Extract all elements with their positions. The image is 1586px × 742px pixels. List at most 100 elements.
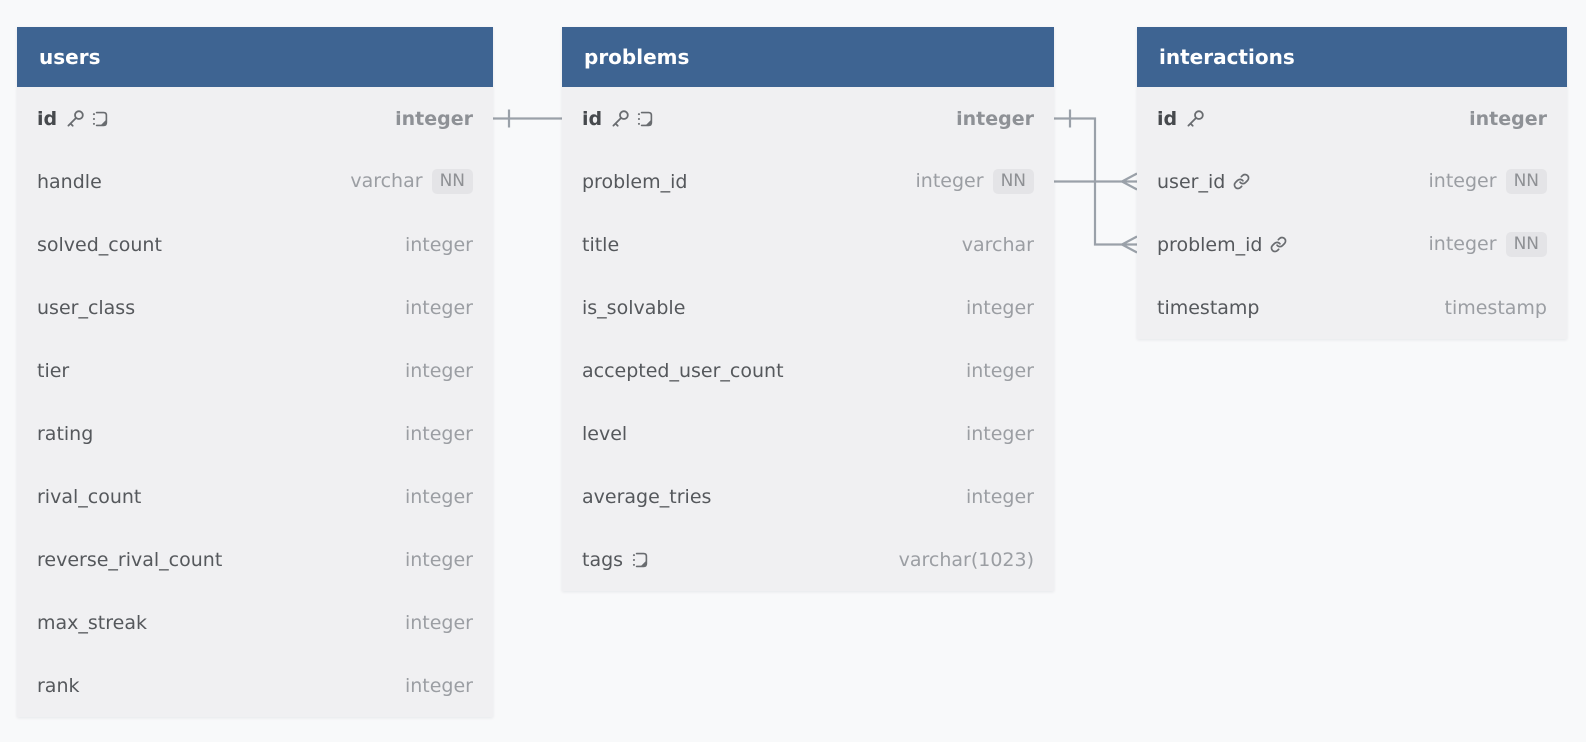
field-right: integer: [1469, 108, 1547, 130]
key-icon: [610, 109, 630, 129]
link-icon: [1270, 236, 1287, 253]
field-type: integer: [965, 296, 1034, 319]
field-row-users-rank[interactable]: rank integer: [17, 654, 493, 717]
field-left: tier: [37, 360, 69, 382]
field-row-interactions-timestamp[interactable]: timestamp timestamp: [1137, 276, 1567, 339]
table-header[interactable]: problems: [562, 27, 1054, 87]
field-row-problems-tags[interactable]: tags varchar(1023): [562, 528, 1054, 591]
field-row-users-user_class[interactable]: user_class integer: [17, 276, 493, 339]
field-right: integer: [966, 486, 1034, 508]
field-left: level: [582, 423, 627, 445]
field-right: integer: [405, 360, 473, 382]
field-type: integer: [404, 296, 473, 319]
field-right: varchar NN: [350, 168, 473, 195]
field-right: integer: [405, 234, 473, 256]
table-body: id integer handle varchar NN solved_coun…: [17, 87, 493, 717]
field-row-interactions-user_id[interactable]: user_id integer NN: [1137, 150, 1567, 213]
field-type: integer: [404, 611, 473, 634]
field-name: id: [582, 107, 603, 130]
field-right: varchar: [962, 234, 1034, 256]
field-type: integer: [965, 359, 1034, 382]
field-row-users-rating[interactable]: rating integer: [17, 402, 493, 465]
field-row-problems-level[interactable]: level integer: [562, 402, 1054, 465]
field-name: problem_id: [1157, 233, 1263, 256]
field-type: varchar(1023): [898, 548, 1034, 571]
field-left: id: [1157, 108, 1205, 130]
field-row-problems-average_tries[interactable]: average_tries integer: [562, 465, 1054, 528]
field-right: integer: [405, 297, 473, 319]
field-right: integer: [966, 423, 1034, 445]
field-left: solved_count: [37, 234, 162, 256]
field-name: problem_id: [582, 170, 688, 193]
table-problems: problems id integer problem_id integer N…: [562, 27, 1054, 591]
field-left: id: [582, 108, 654, 130]
field-icons: [1233, 173, 1250, 190]
field-row-users-id[interactable]: id integer: [17, 87, 493, 150]
field-left: id: [37, 108, 109, 130]
field-row-users-tier[interactable]: tier integer: [17, 339, 493, 402]
field-left: handle: [37, 171, 102, 193]
field-left: timestamp: [1157, 297, 1260, 319]
field-left: user_id: [1157, 171, 1250, 193]
table-header[interactable]: users: [17, 27, 493, 87]
field-row-interactions-problem_id[interactable]: problem_id integer NN: [1137, 213, 1567, 276]
table-title: problems: [584, 45, 690, 69]
link-icon: [1233, 173, 1250, 190]
field-name: tags: [582, 548, 624, 571]
field-left: tags: [582, 549, 649, 571]
field-row-problems-id[interactable]: id integer: [562, 87, 1054, 150]
table-body: id integer user_id integer NN problem_id…: [1137, 87, 1567, 339]
field-right: integer: [405, 549, 473, 571]
field-right: integer NN: [1429, 168, 1547, 195]
table-users: users id integer handle varchar NN solve…: [17, 27, 493, 717]
field-row-users-solved_count[interactable]: solved_count integer: [17, 213, 493, 276]
field-row-users-reverse_rival_count[interactable]: reverse_rival_count integer: [17, 528, 493, 591]
field-name: user_class: [37, 296, 136, 319]
field-right: integer: [405, 612, 473, 634]
relationship-problems-id-to-interactions-problem_id: [1054, 109, 1138, 254]
field-right: integer: [405, 423, 473, 445]
field-right: timestamp: [1445, 297, 1548, 319]
field-icons: [1270, 236, 1287, 253]
field-name: is_solvable: [582, 296, 686, 319]
field-icons: [1185, 109, 1205, 129]
field-name: timestamp: [1157, 296, 1260, 319]
field-row-interactions-id[interactable]: id integer: [1137, 87, 1567, 150]
table-title: users: [39, 45, 101, 69]
field-type: integer: [404, 422, 473, 445]
field-name: id: [1157, 107, 1178, 130]
field-left: is_solvable: [582, 297, 685, 319]
field-name: max_streak: [37, 611, 147, 634]
field-row-problems-problem_id[interactable]: problem_id integer NN: [562, 150, 1054, 213]
field-type: integer: [395, 107, 473, 130]
field-right: integer: [966, 360, 1034, 382]
field-left: problem_id: [582, 171, 687, 193]
key-icon: [65, 109, 85, 129]
field-right: integer: [405, 675, 473, 697]
field-row-problems-title[interactable]: title varchar: [562, 213, 1054, 276]
field-name: accepted_user_count: [582, 359, 784, 382]
note-icon: [91, 110, 109, 128]
field-row-users-handle[interactable]: handle varchar NN: [17, 150, 493, 213]
field-row-users-max_streak[interactable]: max_streak integer: [17, 591, 493, 654]
field-name: title: [582, 233, 620, 256]
field-type: integer: [956, 107, 1034, 130]
field-icons: [631, 551, 649, 569]
field-right: integer: [966, 297, 1034, 319]
not-null-badge: NN: [431, 168, 473, 195]
field-row-users-rival_count[interactable]: rival_count integer: [17, 465, 493, 528]
table-header[interactable]: interactions: [1137, 27, 1567, 87]
not-null-badge: NN: [992, 168, 1034, 195]
field-type: integer: [404, 674, 473, 697]
relationship-users-id-to-problems-id: [493, 109, 562, 128]
not-null-badge: NN: [1505, 168, 1547, 195]
field-right: varchar(1023): [899, 549, 1034, 571]
field-row-problems-accepted_user_count[interactable]: accepted_user_count integer: [562, 339, 1054, 402]
field-left: max_streak: [37, 612, 147, 634]
field-type: integer: [1469, 107, 1547, 130]
note-icon: [631, 551, 649, 569]
field-row-problems-is_solvable[interactable]: is_solvable integer: [562, 276, 1054, 339]
relationship-problems-problem_id-to-interactions-user_id: [1054, 172, 1138, 191]
table-body: id integer problem_id integer NN title v…: [562, 87, 1054, 591]
